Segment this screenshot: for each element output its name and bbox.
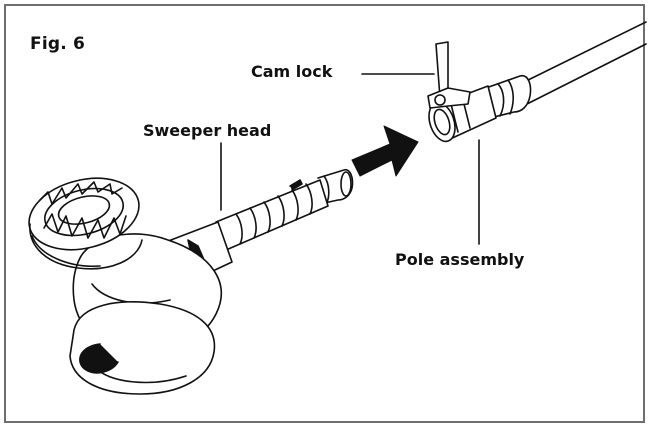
insert-direction-arrow: [351, 125, 419, 177]
figure-label: Fig. 6: [30, 34, 86, 54]
pole-assembly-label: Pole assembly: [395, 250, 525, 269]
sweeper-head-label: Sweeper head: [143, 121, 272, 140]
cam-lock-label: Cam lock: [251, 62, 333, 81]
pole-shaft-bottom-edge: [526, 43, 647, 105]
pole-assembly: [427, 21, 647, 143]
sweeper-head: [28, 168, 354, 395]
pole-shaft-top-edge: [519, 21, 647, 85]
